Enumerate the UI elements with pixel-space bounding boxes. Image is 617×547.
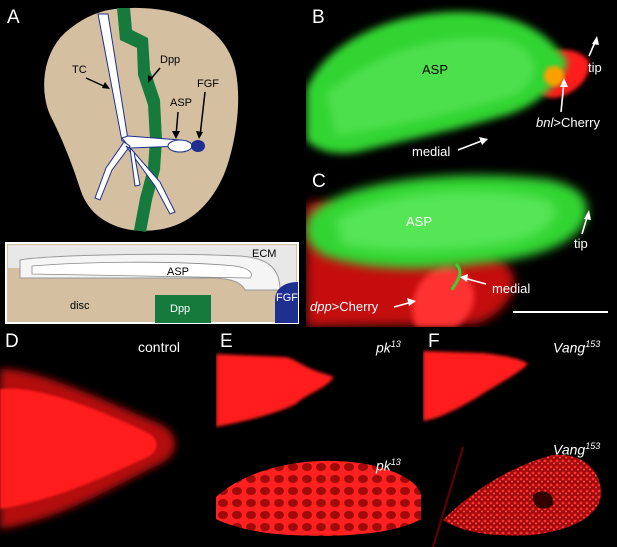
vang-gene-bottom: Vang	[553, 441, 586, 458]
panel-b-label: B	[312, 7, 325, 28]
panel-b: B ASP tip bnl>Cherry medial	[306, 0, 617, 162]
pk13-cells-signal	[216, 460, 421, 536]
panel-c-arrows	[393, 210, 591, 308]
vang153-tracheal-edge	[432, 446, 464, 547]
panel-d-label: D	[5, 331, 19, 352]
panel-b-reporter-label: bnl>Cherry	[536, 115, 600, 130]
cross-section-schematic	[5, 242, 299, 324]
vang-allele-top: 153	[585, 339, 601, 349]
panel-f-bottom-genotype: Vang153	[553, 441, 600, 458]
panel-e-top-genotype: pk13	[376, 339, 401, 356]
fgf-block	[275, 282, 298, 323]
asp-inner	[31, 261, 252, 279]
disc-label: disc	[70, 300, 90, 312]
panel-b-medial-label: medial	[412, 144, 451, 159]
dpp-label: Dpp	[160, 54, 181, 66]
panel-f-label: F	[428, 331, 440, 352]
cross-section-fgf-label: FGF	[276, 292, 298, 304]
panel-e-top-micrograph	[216, 354, 334, 427]
panel-c: C ASP tip medial dpp>Cherry	[306, 164, 617, 327]
cross-section-dpp-label: Dpp	[170, 303, 191, 315]
panel-e-bottom-micrograph	[216, 460, 421, 536]
vang-allele-bottom: 153	[585, 441, 601, 451]
cross-section-asp-label: ASP	[167, 266, 190, 278]
panel-e-bottom: pk13	[216, 449, 421, 547]
wing-disc-outline	[43, 6, 240, 232]
vang153-cells-signal	[443, 454, 602, 536]
tc-label: TC	[72, 64, 87, 76]
panel-f-top-micrograph	[423, 351, 528, 421]
pk-allele-top: 13	[390, 339, 401, 349]
panel-c-reporter-label: dpp>Cherry	[310, 299, 378, 314]
bnl-gene-label: bnl	[536, 115, 554, 130]
bnl-reporter-suffix: >Cherry	[553, 115, 600, 130]
vang153-asp-signal	[423, 351, 528, 421]
pk-gene-top: pk	[376, 339, 391, 356]
asp-label: ASP	[170, 97, 193, 109]
schematic-arrowheads	[102, 75, 203, 139]
fgf-spot	[191, 140, 205, 152]
pk-gene-bottom: pk	[376, 457, 391, 474]
panel-b-arrows	[457, 36, 599, 151]
dpp-gene-label: dpp	[310, 299, 332, 314]
panel-b-micrograph	[306, 11, 599, 154]
dpp-block	[155, 295, 211, 323]
control-label: control	[138, 339, 181, 355]
panel-a: A TC Dpp ASP FGF	[0, 0, 304, 240]
pk13-asp-signal	[216, 354, 334, 427]
control-asp-signal	[0, 388, 157, 509]
asp-medial-extension	[450, 262, 462, 291]
panel-f-bottom-micrograph	[432, 446, 602, 547]
asp-bulb	[167, 139, 193, 153]
pk-allele-bottom: 13	[390, 457, 401, 467]
wing-disc-schematic	[43, 6, 240, 232]
panel-b-tip-label: tip	[588, 60, 602, 75]
panel-c-medial-label: medial	[492, 281, 531, 296]
panel-d: D control	[0, 329, 214, 547]
panel-f-bottom: Vang153	[423, 435, 617, 547]
dpp-reporter-suffix: >Cherry	[331, 299, 379, 314]
panel-c-asp-label: ASP	[406, 214, 433, 229]
panel-c-micrograph	[306, 175, 608, 327]
panel-c-label: C	[312, 171, 326, 192]
trachea	[94, 13, 183, 215]
asp-core-c	[336, 190, 556, 252]
panel-e-top: E pk13	[216, 329, 421, 447]
fgf-label: FGF	[197, 78, 219, 90]
panel-f-top: F Vang153	[423, 329, 617, 433]
panel-b-asp-label: ASP	[422, 62, 449, 77]
panel-e-bottom-genotype: pk13	[376, 457, 401, 474]
vang153-gap	[532, 491, 554, 509]
vang-gene-top: Vang	[553, 339, 586, 356]
asp-core	[326, 37, 535, 136]
panel-c-tip-label: tip	[574, 236, 588, 251]
overlap-signal	[544, 66, 564, 86]
panel-a-label: A	[7, 7, 20, 28]
ecm-label: ECM	[252, 248, 277, 260]
panel-e-label: E	[220, 331, 233, 352]
panel-d-micrograph	[0, 369, 175, 529]
panel-a-cross-section: ECM ASP disc Dpp FGF	[0, 240, 304, 327]
panel-f-top-genotype: Vang153	[553, 339, 600, 356]
